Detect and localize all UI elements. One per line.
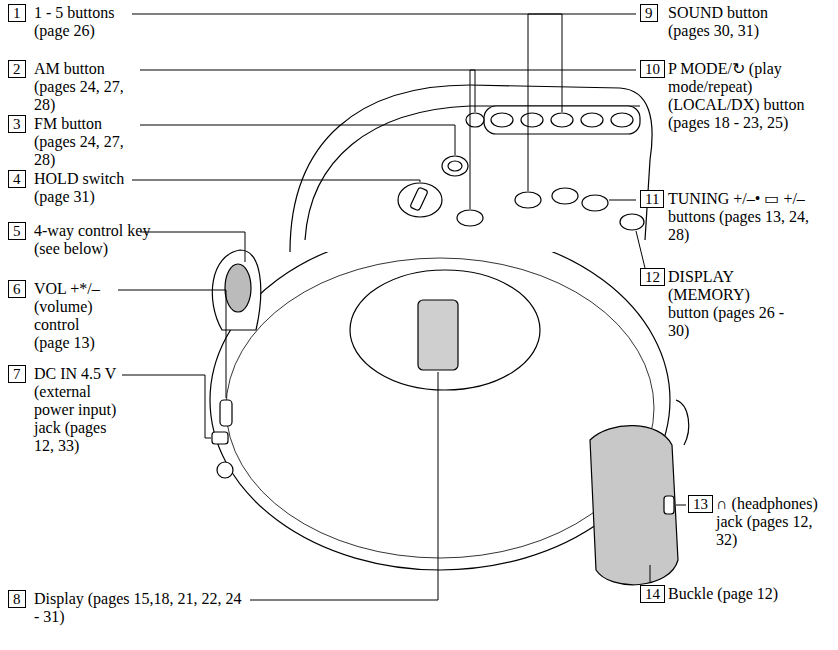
part-label: TUNING +/–• ▭ +/– buttons (pages 13, 24,… <box>668 190 828 244</box>
callout-number: 6 <box>8 280 26 298</box>
callout-number: 2 <box>8 60 26 78</box>
part-label: DC IN 4.5 V (external power input) jack … <box>34 365 126 455</box>
part-label: HOLD switch (page 31) <box>34 170 129 206</box>
part-label: FM button (pages 24, 27, 28) <box>34 115 144 169</box>
callout-number: 12 <box>640 268 665 286</box>
callout-number: 14 <box>640 585 665 603</box>
callout-number: 3 <box>8 115 26 133</box>
part-label: VOL +*/– (volume) control (page 13) <box>34 280 114 352</box>
callout-number: 10 <box>640 60 665 78</box>
part-label: DISPLAY (MEMORY) button (pages 26 - 30) <box>668 268 788 340</box>
part-label: Buckle (page 12) <box>668 585 788 603</box>
part-label: P MODE/↻ (play mode/repeat) (LOCAL/DX) b… <box>668 60 808 132</box>
callout-number: 8 <box>8 590 26 608</box>
callout-number: 5 <box>8 222 26 240</box>
part-label: ∩ (headphones) jack (pages 12, 32) <box>716 495 834 549</box>
part-label: 4-way control key (see below) <box>34 222 154 258</box>
callout-number: 7 <box>8 365 26 383</box>
part-label: Display (pages 15,18, 21, 22, 24 - 31) <box>34 590 249 626</box>
part-label: SOUND button (pages 30, 31) <box>668 4 788 40</box>
part-label: AM button (pages 24, 27, 28) <box>34 60 144 114</box>
part-label: 1 - 5 buttons (page 26) <box>34 4 134 40</box>
callout-number: 9 <box>640 4 658 22</box>
callout-number: 4 <box>8 170 26 188</box>
callout-number: 1 <box>8 4 26 22</box>
callout-number: 11 <box>640 190 664 208</box>
callout-number: 13 <box>688 495 713 513</box>
